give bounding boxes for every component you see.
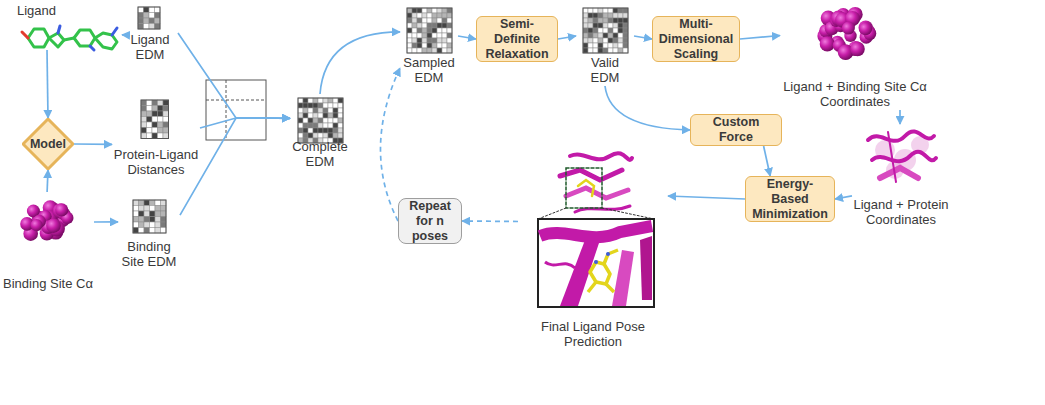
coordinates-node: Ligand + Binding Site Cα Coordinates [780, 2, 930, 110]
node-label: Custom Force [695, 115, 777, 145]
final-protein [538, 153, 654, 219]
calpha-spheres [20, 200, 73, 241]
node-label: Ligand [17, 3, 56, 19]
pose-node: Final Ligand Pose Prediction [518, 146, 668, 350]
flow-arrow [74, 143, 112, 145]
flow-arrow [320, 32, 400, 94]
distance-matrix [133, 200, 166, 233]
model-diamond: Model [22, 118, 74, 170]
process-box: Custom Force [690, 114, 782, 146]
flow-arrow [634, 36, 652, 39]
node-label: Binding Site Cα [3, 276, 93, 292]
matrix-node: Ligand EDM [122, 3, 178, 63]
node-label: Energy-Based Minimization [750, 177, 830, 222]
flow-arrow [47, 50, 48, 118]
node-label: Semi-Definite Relaxation [481, 17, 553, 62]
node-label: Valid EDM [576, 55, 634, 86]
node-label: Ligand + Binding Site Cα Coordinates [780, 79, 930, 110]
flow-arrow [180, 118, 290, 215]
node-label: Ligand + Protein Coordinates [852, 197, 950, 228]
matrix-node: Sampled EDM [400, 4, 458, 86]
flow-arrow [668, 196, 745, 199]
loop-box: Repeat for n poses [398, 198, 462, 244]
node-label: Repeat for n poses [403, 199, 457, 244]
flow-arrow [94, 221, 118, 223]
flow-arrow [46, 170, 49, 192]
node-label: Binding Site EDM [118, 239, 180, 270]
calpha-spheres [817, 7, 876, 60]
protein-ribbon [868, 131, 936, 182]
distance-matrix [407, 8, 452, 53]
coordinates-node: Ligand + Protein Coordinates [852, 124, 950, 228]
flow-arrow [462, 220, 518, 222]
matrix-node: Binding Site EDM [118, 196, 180, 270]
matrix-node: Protein-Ligand Distances [112, 96, 200, 178]
node-label: Multi-Dimensional Scaling [657, 17, 735, 62]
flow-arrow [899, 110, 901, 124]
flow-arrow [558, 36, 576, 39]
node-label: Protein-Ligand Distances [112, 147, 200, 178]
matrix-node: Complete EDM [290, 94, 350, 170]
distance-matrix [138, 7, 160, 29]
process-box: Multi-Dimensional Scaling [652, 16, 740, 62]
process-box: Semi-Definite Relaxation [476, 16, 558, 62]
node-label: Final Ligand Pose Prediction [518, 319, 668, 350]
binding-site-node: Binding Site Cα [2, 192, 94, 292]
flow-arrow [764, 146, 771, 176]
node-label: Complete EDM [290, 139, 350, 170]
flow-arrow [178, 33, 290, 118]
flow-arrow [740, 36, 780, 40]
node-label: Sampled EDM [400, 55, 458, 86]
distance-matrix [141, 100, 169, 139]
distance-matrix [583, 8, 628, 53]
flow-arrow [605, 86, 690, 130]
flow-arrow [458, 36, 476, 39]
distance-matrix [298, 98, 343, 143]
matrix-node: Valid EDM [576, 4, 634, 86]
node-label: Ligand EDM [122, 32, 178, 63]
flow-arrow [380, 68, 400, 221]
pose-inset [538, 219, 654, 307]
process-box: Energy-Based Minimization [745, 176, 835, 222]
flow-arrow [835, 196, 852, 199]
flow-arrow [200, 118, 290, 128]
ligand-node: Ligand [5, 3, 125, 50]
flow-arrow [122, 34, 125, 36]
combine-box [206, 80, 266, 140]
ligand-molecule [22, 26, 117, 50]
node-label: Model [30, 137, 66, 152]
